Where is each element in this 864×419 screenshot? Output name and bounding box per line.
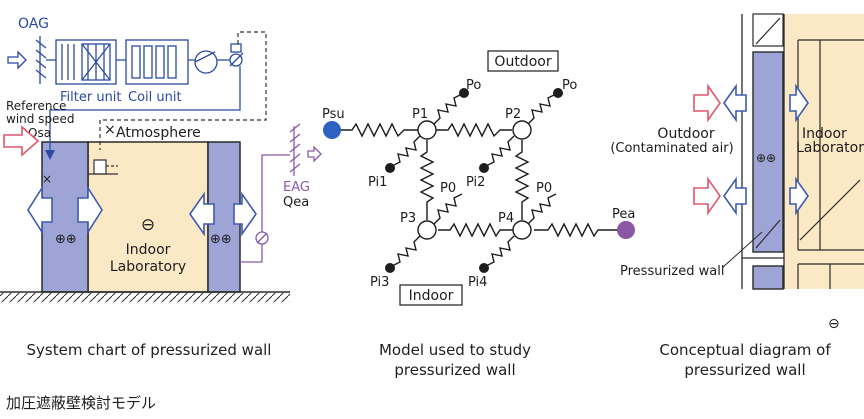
right-wall-plus-icon: ⊕⊕ [210, 232, 232, 247]
pea-label: Pea [612, 207, 635, 222]
concept-lab-line1: Indoor [802, 126, 847, 142]
pressurized-wall-leader [721, 231, 763, 269]
system-chart-caption-text: System chart of pressurized wall [26, 341, 272, 359]
node-po-right [553, 88, 563, 98]
node-pi2 [479, 163, 489, 173]
indoor-box [399, 284, 463, 306]
node-p3 [417, 220, 437, 240]
node-po-left [459, 88, 469, 98]
concept-plus-icon: ⊕⊕ [756, 151, 776, 165]
concept-pressurized-wall [752, 51, 784, 253]
model-caption-line1: Model used to study [378, 341, 532, 359]
damper-x-icon: × [42, 172, 52, 186]
lab-label-line2: Laboratory [110, 259, 186, 275]
concept-wall-cap-top [752, 13, 784, 47]
exhaust-duct [240, 154, 290, 263]
concept-outdoor-line2: (Contaminated air) [610, 141, 733, 156]
concept-outdoor-line1: Outdoor [657, 126, 714, 142]
filter-unit-icon [55, 39, 117, 85]
pressurized-wall-label: Pressurized wall [620, 264, 724, 279]
wind-arrow-icon [3, 125, 40, 157]
psu-node [323, 121, 341, 139]
oag-grille-icon [35, 36, 47, 84]
p1-label: P1 [412, 107, 428, 122]
flow-resistances [340, 93, 620, 267]
atmosphere-label: Atmosphere [116, 125, 201, 141]
po-right-label: Po [562, 78, 577, 93]
reference-label: Reference [6, 99, 66, 113]
outdoor-label: Outdoor [494, 54, 551, 70]
control-signal-line [99, 31, 267, 150]
pi3-label: Pi3 [370, 275, 389, 290]
filter-unit-label: Filter unit [60, 90, 122, 105]
oag-label: OAG [18, 16, 49, 32]
pi4-label: Pi4 [468, 275, 487, 290]
concept-pressure-arrows-icon [723, 83, 809, 216]
node-p4 [512, 220, 532, 240]
eag-label: EAG [283, 180, 310, 195]
indoor-laboratory-room [87, 141, 209, 293]
network-model: Outdoor Indoor Psu Pea P1 P2 P3 P4 Po Po… [322, 50, 635, 306]
p4-label: P4 [498, 211, 514, 226]
system-chart: OAG Filter unit Coil unit [0, 16, 322, 302]
node-pi4 [479, 263, 489, 273]
pressure-sensor-box [93, 159, 107, 175]
p0-left-label: P0 [440, 181, 456, 196]
concept-wall-segment-bottom [752, 265, 784, 290]
left-wall-plus-icon: ⊕⊕ [55, 232, 77, 247]
conceptual-diagram: ⊕⊕ Outdoor (Contaminated air) Indoor Lab… [610, 13, 864, 332]
node-pi1 [385, 163, 395, 173]
left-wall-pressure-arrows-icon [27, 185, 103, 235]
model-caption: Model used to study pressurized wall [340, 340, 570, 380]
pi1-label: Pi1 [368, 175, 387, 190]
pressure-nodes [417, 120, 532, 240]
concept-minus-icon: ⊖ [828, 316, 840, 332]
exhaust-arrow-icon [307, 145, 322, 163]
outdoor-box [487, 50, 559, 72]
exhaust-damper-icon [255, 231, 269, 245]
eag-grille-icon [289, 123, 301, 176]
coil-unit-label: Coil unit [128, 90, 182, 105]
conceptual-caption: Conceptual diagram of pressurized wall [630, 340, 860, 380]
lab-minus-icon: ⊖ [141, 215, 155, 235]
concept-lab-zone [784, 14, 864, 289]
atmosphere-x-icon: × [104, 122, 116, 138]
p0-right-label: P0 [536, 181, 552, 196]
contaminated-inflow-arrow-bottom-icon [693, 176, 721, 216]
pi2-label: Pi2 [466, 175, 485, 190]
damper-valve-icon [229, 43, 244, 67]
pea-node [617, 221, 635, 239]
model-caption-line2: pressurized wall [394, 361, 516, 379]
psu-label: Psu [322, 107, 345, 122]
concept-lab-structure [797, 39, 864, 289]
ground-hatch [0, 293, 290, 302]
wind-speed-label: wind speed [6, 112, 74, 126]
po-left-label: Po [466, 78, 481, 93]
node-pi3 [385, 263, 395, 273]
concept-lab-line2: Laboratory [796, 140, 864, 156]
conceptual-caption-line2: pressurized wall [684, 361, 806, 379]
coil-unit-icon [125, 39, 189, 85]
p3-label: P3 [400, 211, 416, 226]
lab-label-line1: Indoor [126, 242, 171, 258]
right-wall-pressure-arrows-icon [189, 191, 257, 237]
intake-arrow-icon [7, 50, 27, 70]
node-p2 [512, 120, 532, 140]
supply-duct-down [49, 66, 241, 152]
node-p1 [417, 120, 437, 140]
supply-arrowhead-icon [45, 150, 55, 160]
contaminated-inflow-arrow-top-icon [693, 83, 721, 123]
system-chart-caption: System chart of pressurized wall [4, 340, 294, 360]
indoor-label: Indoor [409, 288, 454, 304]
conceptual-caption-line1: Conceptual diagram of [659, 341, 831, 359]
qea-label: Qea [283, 195, 309, 210]
fan-icon [194, 50, 218, 74]
footer-title: 加圧遮蔽壁検討モデル [6, 394, 157, 412]
terminal-nodes [385, 88, 563, 273]
p2-label: P2 [505, 107, 521, 122]
